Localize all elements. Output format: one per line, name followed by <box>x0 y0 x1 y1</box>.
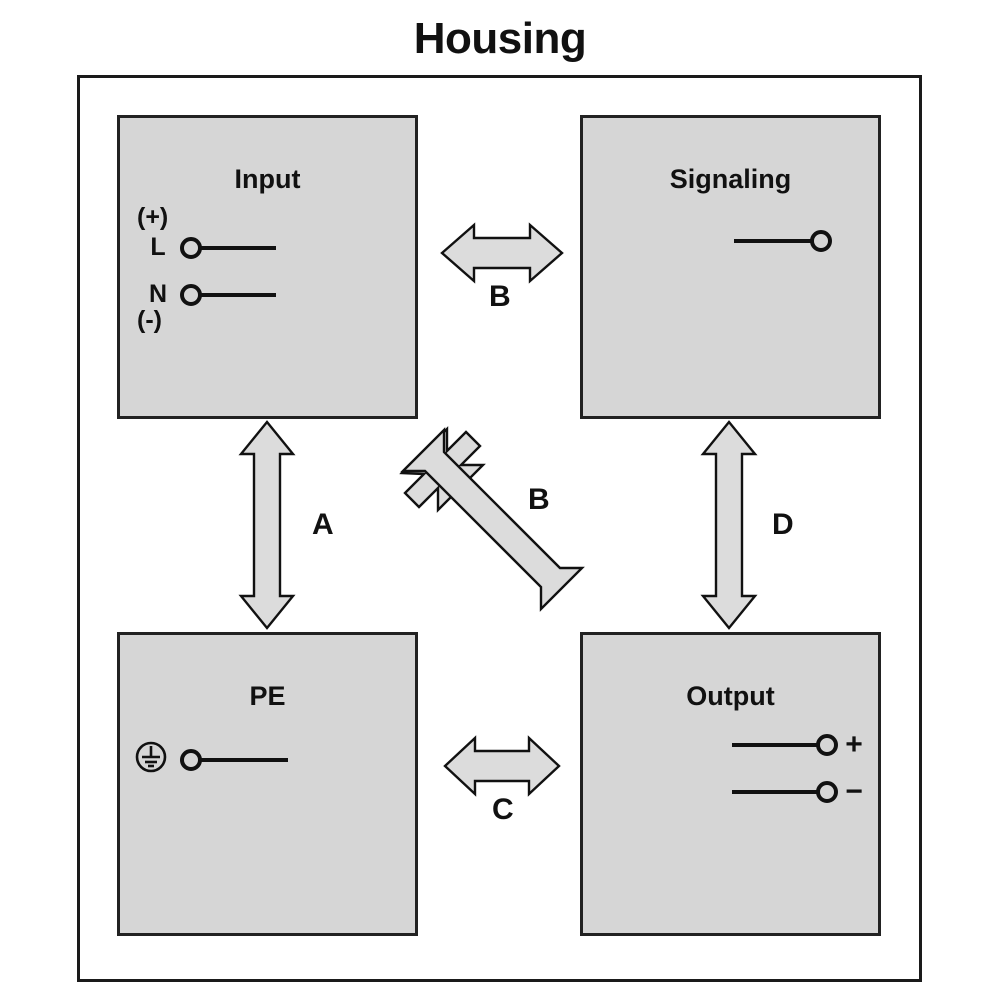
page-title: Housing <box>413 14 587 63</box>
block-output[interactable]: Output + − <box>580 632 881 936</box>
terminal-pe[interactable] <box>134 740 288 779</box>
terminal-input-l-label: L <box>150 233 166 261</box>
terminal-output-positive[interactable]: + <box>732 730 864 760</box>
terminal-circle-icon <box>816 781 838 803</box>
terminal-wire-line <box>732 743 818 747</box>
terminal-circle-icon <box>180 236 202 259</box>
arrow-a <box>238 420 296 630</box>
arrow-b-top <box>440 222 564 284</box>
terminal-wire-line <box>734 239 812 243</box>
arrow-b-top-label: B <box>489 280 511 313</box>
block-input-title: Input <box>234 164 301 194</box>
housing-boundary <box>77 75 922 982</box>
terminal-circle-icon <box>180 283 202 306</box>
terminal-circle-icon <box>180 748 202 771</box>
terminal-circle-icon <box>810 230 832 252</box>
arrow-d-label: D <box>772 508 794 541</box>
arrow-d <box>700 420 758 630</box>
arrow-a-label: A <box>312 508 334 541</box>
terminal-wire-line <box>200 292 276 297</box>
block-pe[interactable]: PE <box>117 632 418 936</box>
terminal-output-negative[interactable]: − <box>732 777 864 807</box>
block-input[interactable]: Input (+) L N (-) <box>117 115 418 419</box>
terminal-wire-line <box>200 757 288 762</box>
input-polarity-negative-label: (-) <box>137 306 162 334</box>
arrow-b-diagonal <box>398 425 606 633</box>
terminal-input-n[interactable]: N <box>144 282 276 307</box>
terminal-input-n-label: N <box>148 280 168 308</box>
arrow-b-diagonal-label: B <box>528 483 550 516</box>
input-polarity-positive-label: (+) <box>137 203 169 231</box>
terminal-circle-icon <box>816 734 838 756</box>
block-pe-title: PE <box>249 681 286 711</box>
arrow-c <box>443 735 561 797</box>
block-signaling-title: Signaling <box>669 164 792 194</box>
block-output-title: Output <box>686 681 775 711</box>
terminal-output-positive-label: + <box>845 728 863 761</box>
terminal-input-l[interactable]: L <box>144 235 276 260</box>
arrow-c-label: C <box>492 793 514 826</box>
terminal-wire-line <box>200 245 276 250</box>
terminal-signaling[interactable] <box>734 230 832 252</box>
terminal-output-negative-label: − <box>845 775 863 808</box>
block-signaling[interactable]: Signaling <box>580 115 881 419</box>
terminal-wire-line <box>732 790 818 794</box>
protective-earth-icon <box>134 740 168 779</box>
